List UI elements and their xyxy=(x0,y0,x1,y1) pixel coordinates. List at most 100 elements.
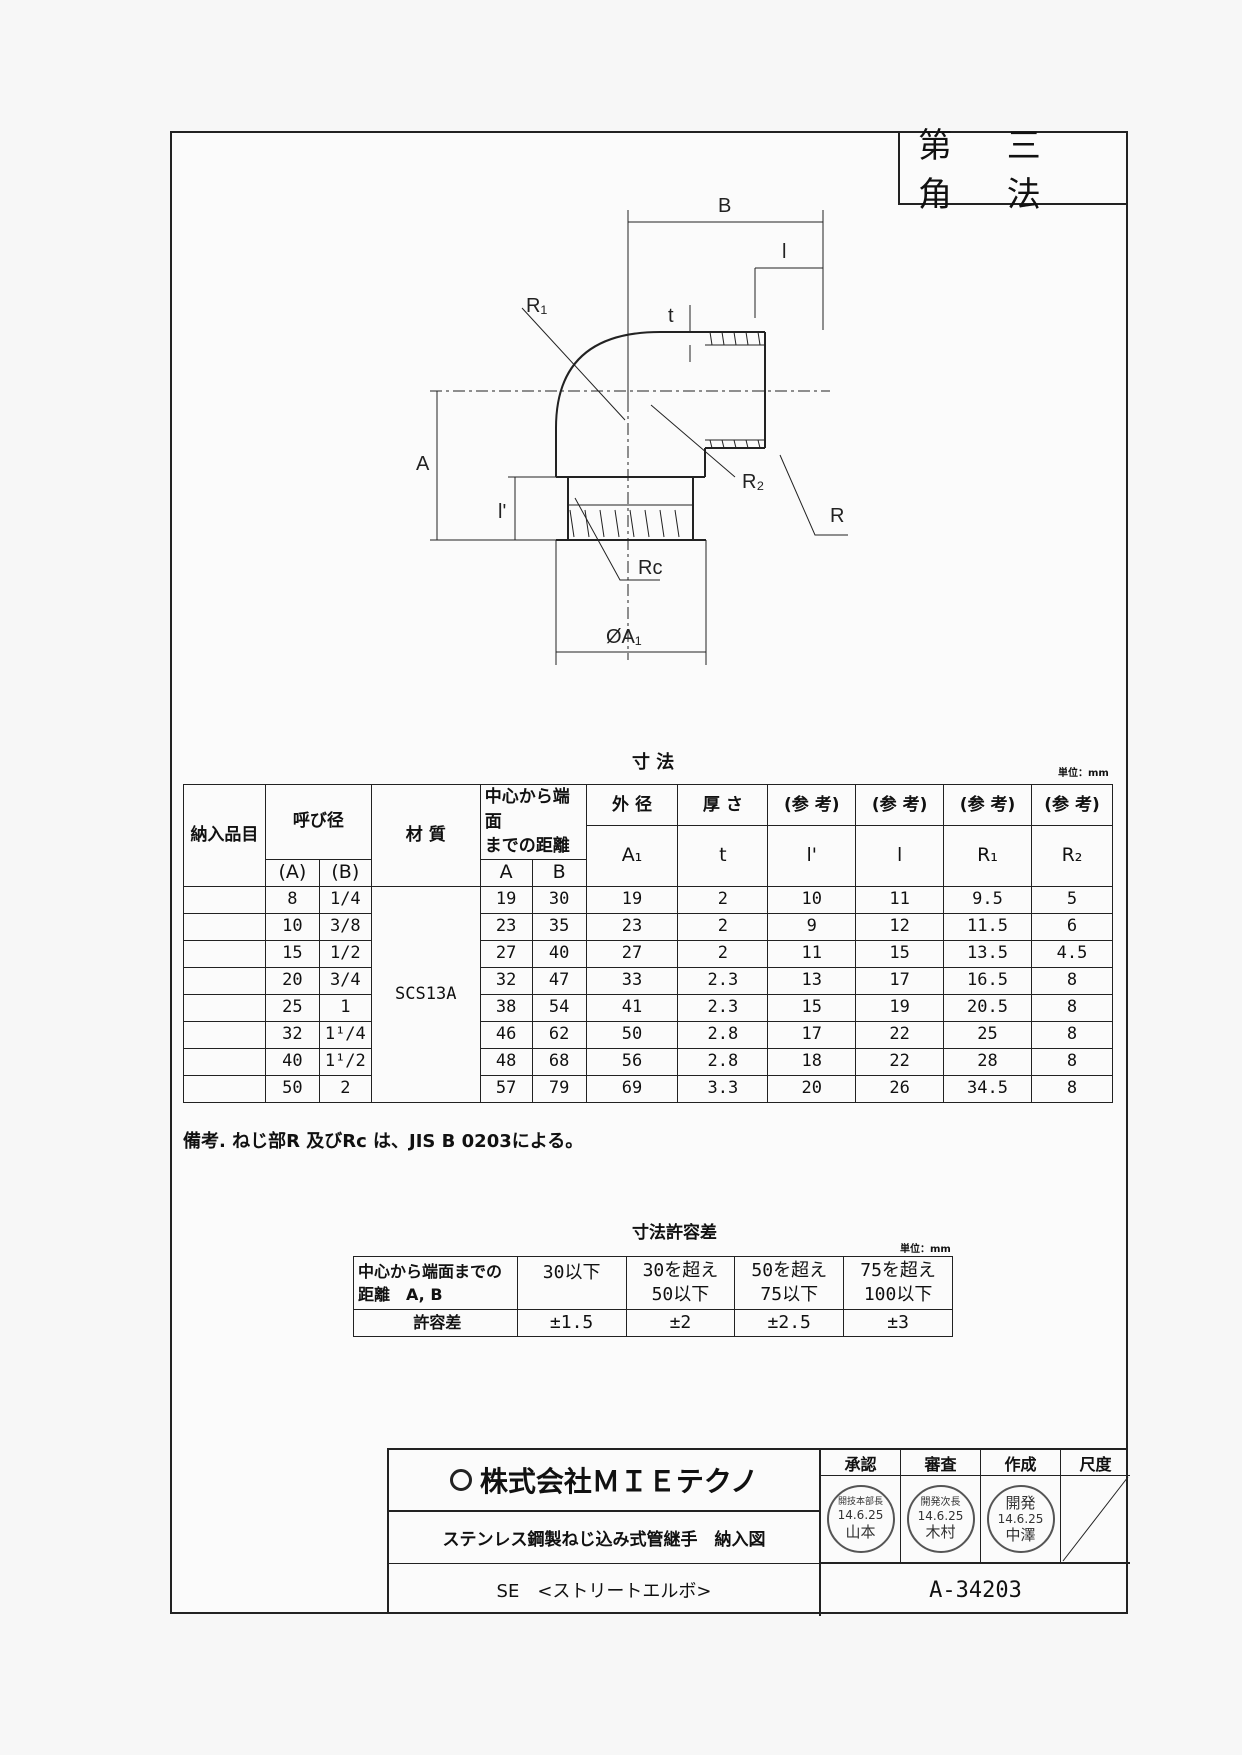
nominal-cell: 2 xyxy=(318,1074,372,1103)
value-cell: 18 xyxy=(767,1047,857,1076)
value-cell: 28 xyxy=(943,1047,1032,1076)
scale-cell xyxy=(1061,1476,1130,1564)
label-R: R xyxy=(830,505,844,527)
value-cell: 57 xyxy=(479,1074,533,1103)
value-cell: 8 xyxy=(1030,993,1114,1022)
company-logo-icon xyxy=(449,1469,472,1491)
value-cell: 12 xyxy=(855,912,945,941)
value-cell: 46 xyxy=(479,1020,533,1049)
header-col-a: A xyxy=(479,858,533,887)
value-cell: 33 xyxy=(585,966,679,995)
nominal-cell: 1/2 xyxy=(318,939,372,968)
tol-range-1: 30以下 xyxy=(516,1256,627,1310)
nominal-cell: 1¹/4 xyxy=(318,1020,372,1049)
header-ref3-sym: R₁ xyxy=(943,825,1032,887)
header-ref3: (参 考) xyxy=(943,784,1032,826)
dimensions-table: 納入品目 呼び径 材 質 中心から端面までの距離 外 径 厚 さ (参 考) (… xyxy=(183,784,1114,1103)
company-name: 株式会社ＭＩＥテクノ xyxy=(389,1450,821,1512)
value-cell: 68 xyxy=(531,1047,587,1076)
value-cell: 13 xyxy=(767,966,857,995)
nominal-cell: 25 xyxy=(264,993,320,1022)
item-cell xyxy=(183,939,266,968)
value-cell: 38 xyxy=(479,993,533,1022)
tolerance-unit: 単位：mm xyxy=(900,1244,951,1255)
value-cell: 5 xyxy=(1030,885,1114,914)
drawing-number: A-34203 xyxy=(929,1577,1022,1603)
value-cell: 27 xyxy=(585,939,679,968)
header-ref4-sym: R₂ xyxy=(1030,825,1114,887)
value-cell: 23 xyxy=(585,912,679,941)
product-name: ステンレス鋼製ねじ込み式管継手 納入図 xyxy=(389,1512,821,1564)
value-cell: 9.5 xyxy=(943,885,1032,914)
header-ref2-sym: l xyxy=(855,825,945,887)
approved-label: 承認 xyxy=(821,1450,901,1476)
header-ref1-sym: l' xyxy=(767,825,857,887)
value-cell: 30 xyxy=(531,885,587,914)
value-cell: 40 xyxy=(531,939,587,968)
value-cell: 8 xyxy=(1030,966,1114,995)
value-cell: 2.8 xyxy=(677,1047,769,1076)
item-cell xyxy=(183,993,266,1022)
value-cell: 15 xyxy=(855,939,945,968)
item-cell xyxy=(183,912,266,941)
value-cell: 22 xyxy=(855,1047,945,1076)
value-cell: 69 xyxy=(585,1074,679,1103)
value-cell: 11.5 xyxy=(943,912,1032,941)
header-col-b: B xyxy=(531,858,587,887)
nominal-cell: 10 xyxy=(264,912,320,941)
item-cell xyxy=(183,966,266,995)
value-cell: 10 xyxy=(767,885,857,914)
header-ref2: (参 考) xyxy=(855,784,945,826)
label-B: B xyxy=(718,195,731,217)
header-nominal-b: (B) xyxy=(318,858,372,887)
value-cell: 2.3 xyxy=(677,966,769,995)
nominal-cell: 20 xyxy=(264,966,320,995)
nominal-cell: 8 xyxy=(264,885,320,914)
value-cell: 79 xyxy=(531,1074,587,1103)
value-cell: 26 xyxy=(855,1074,945,1103)
dims-unit: 単位：mm xyxy=(1058,768,1109,779)
nominal-cell: 50 xyxy=(264,1074,320,1103)
label-phiA1: ØA₁ xyxy=(606,626,642,648)
value-cell: 54 xyxy=(531,993,587,1022)
value-cell: 47 xyxy=(531,966,587,995)
label-A: A xyxy=(416,453,430,475)
value-cell: 11 xyxy=(855,885,945,914)
label-Rc: Rc xyxy=(638,557,662,579)
tol-value-3: ±2.5 xyxy=(734,1309,845,1337)
nominal-cell: 40 xyxy=(264,1047,320,1076)
value-cell: 19 xyxy=(479,885,533,914)
nominal-cell: 1 xyxy=(318,993,372,1022)
header-nominal: 呼び径 xyxy=(264,784,372,860)
header-center-to-end: 中心から端面までの距離 xyxy=(479,784,587,860)
tol-row1-label: 中心から端面までの距離 A, B xyxy=(353,1256,518,1310)
label-l-prime: l' xyxy=(498,501,506,523)
value-cell: 19 xyxy=(855,993,945,1022)
item-cell xyxy=(183,1047,266,1076)
value-cell: 25 xyxy=(943,1020,1032,1049)
value-cell: 50 xyxy=(585,1020,679,1049)
tolerance-caption: 寸法許容差 xyxy=(632,1223,717,1243)
value-cell: 11 xyxy=(767,939,857,968)
item-cell xyxy=(183,1074,266,1103)
header-ref4: (参 考) xyxy=(1030,784,1114,826)
drawn-label: 作成 xyxy=(981,1450,1061,1476)
value-cell: 20 xyxy=(767,1074,857,1103)
value-cell: 17 xyxy=(767,1020,857,1049)
value-cell: 8 xyxy=(1030,1020,1114,1049)
value-cell: 2.3 xyxy=(677,993,769,1022)
value-cell: 16.5 xyxy=(943,966,1032,995)
label-R1: R₁ xyxy=(526,295,547,317)
value-cell: 56 xyxy=(585,1047,679,1076)
tol-value-1: ±1.5 xyxy=(516,1309,627,1337)
nominal-cell: 3/8 xyxy=(318,912,372,941)
scale-diagonal xyxy=(1062,1476,1129,1562)
